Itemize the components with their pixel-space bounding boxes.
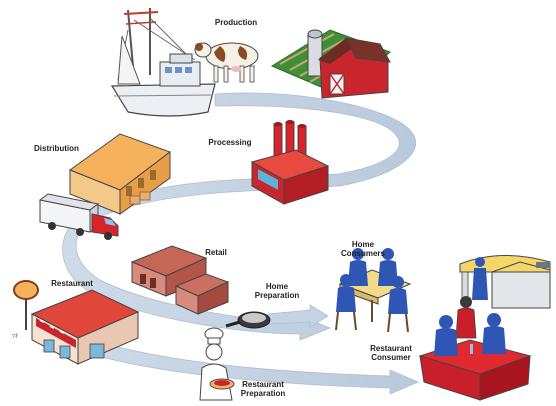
retail-store-illustration (130, 245, 230, 315)
factory-illustration (250, 120, 330, 205)
processing-label: Processing (208, 138, 252, 147)
home-consumers-label-line-1: Home (351, 240, 375, 249)
distribution-label: Distribution (34, 144, 79, 153)
warehouse-illustration (68, 133, 172, 215)
retail-label: Retail (205, 248, 227, 257)
restaurant-preparation-label: Restaurant Preparation (232, 380, 294, 398)
restaurant-preparation-label-line-1: Restaurant (242, 380, 284, 389)
home-consumers-label-line-2: Consumers (340, 249, 385, 258)
restaurant-consumer-label-line-1: Restaurant (370, 344, 412, 353)
home-consumers-illustration (335, 248, 412, 333)
home-preparation-label-line-1: Home (265, 282, 289, 291)
chef-illustration (199, 327, 235, 401)
home-preparation-label-line-2: Preparation (254, 291, 300, 300)
svg-text:ﾂｷ: ﾂｷ (12, 334, 18, 340)
fishing-boat-illustration (110, 8, 216, 117)
restaurant-building-illustration: ﾂｷ (12, 280, 140, 365)
cow-illustration (194, 42, 259, 83)
restaurant-consumer-label-line-2: Consumer (371, 353, 411, 362)
restaurant-label: Restaurant (51, 279, 93, 288)
delivery-truck-illustration (38, 193, 119, 240)
production-label: Production (214, 18, 258, 27)
restaurant-consumer-label: Restaurant Consumer (360, 344, 422, 362)
home-consumer-flow-arrow (267, 304, 329, 328)
flow-arrows (61, 92, 420, 395)
farm-barn-illustration (270, 29, 391, 99)
restaurant-preparation-label-line-2: Preparation (240, 389, 286, 398)
home-preparation-label: Home Preparation (250, 282, 304, 300)
home-consumers-label: Home Consumers (336, 240, 390, 258)
buffet-counter-illustration (459, 255, 551, 309)
restaurant-consumer-illustration (418, 296, 532, 401)
restaurant-flow-arrow (61, 331, 420, 395)
frying-pan-illustration (225, 311, 271, 329)
